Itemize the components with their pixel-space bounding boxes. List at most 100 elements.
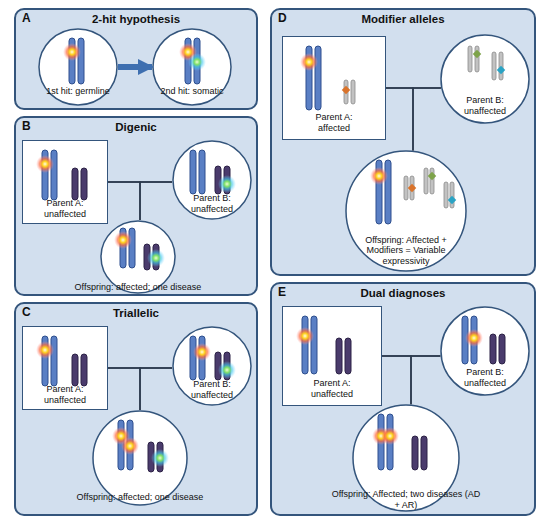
- chromosome-bar: [378, 414, 384, 470]
- node-label: Offspring: Affected + Modifiers = Variab…: [350, 235, 462, 266]
- cell-circle: Parent B: unaffected: [440, 34, 530, 124]
- panel-title: Dual diagnoses: [272, 287, 534, 300]
- chromosome-bar: [490, 334, 496, 364]
- panel-letter: D: [278, 12, 287, 26]
- mutation-glow: [179, 43, 197, 61]
- panel-box: EDual diagnosesParent A: unaffectedParen…: [270, 282, 536, 516]
- chromosome-bar: [424, 168, 428, 194]
- chromosome-bar: [42, 150, 48, 200]
- circle-shape: [39, 29, 117, 105]
- chromosome-bar: [127, 420, 133, 470]
- chromosome-bar: [492, 52, 496, 80]
- chromosome-bar: [157, 442, 163, 472]
- mutation-glow: [36, 155, 54, 173]
- pedigree-line: [108, 182, 140, 220]
- chromosome-bar: [412, 436, 418, 470]
- pedigree-line: [140, 368, 172, 410]
- panel-letter: C: [22, 306, 31, 320]
- panel-c-chromosomes: [36, 336, 236, 472]
- pedigree-line: [413, 88, 441, 150]
- panel-d-chromosomes: [300, 46, 505, 224]
- cell-circle: 1st hit: germline: [38, 28, 118, 106]
- chromosome-bar: [215, 352, 221, 380]
- chromosome-bar: [144, 244, 150, 270]
- chromosome-bar: [376, 160, 382, 224]
- cell-circle: Offspring: affected; one disease: [100, 220, 176, 294]
- chromosome-bar: [120, 228, 126, 268]
- modifier-diamond: [473, 50, 481, 58]
- node-label: 1st hit: germline: [40, 86, 116, 96]
- panel-letter: B: [22, 120, 31, 134]
- circle-shape: [441, 307, 529, 395]
- chromosome-bar: [410, 176, 414, 200]
- pedigree-line: [411, 356, 440, 404]
- mutation-glow: [370, 167, 388, 185]
- panel-a-chromosomes: [63, 38, 206, 84]
- pedigree-line: [382, 355, 440, 357]
- parent-square: Parent A: unaffected: [282, 306, 382, 406]
- mutation-glow: [465, 329, 483, 347]
- chromosome-bar: [72, 354, 78, 386]
- chromosome-bar: [344, 80, 348, 104]
- chromosome-bar: [421, 436, 427, 470]
- panel-title: 2-hit hypothesis: [16, 13, 256, 26]
- chromosome-bar: [450, 182, 454, 208]
- cell-circle: Parent B: unaffected: [440, 306, 530, 396]
- modifier-diamond: [408, 184, 416, 192]
- chromosome-bar: [78, 38, 84, 84]
- chromosome-bar: [387, 414, 393, 470]
- panel-b-chromosomes: [36, 150, 236, 270]
- panel-title: Digenic: [16, 121, 256, 134]
- mutation-glow: [300, 53, 318, 71]
- chromosome-bar: [302, 316, 308, 374]
- mutation-glow: [36, 341, 54, 359]
- mutation-glow: [147, 249, 165, 267]
- chromosome-bar: [468, 46, 472, 72]
- chromosome-bar: [475, 46, 479, 72]
- chromosome-bar: [190, 150, 196, 194]
- chromosome-bar: [185, 38, 191, 84]
- chromosome-bar: [351, 80, 355, 104]
- mutation-glow: [63, 43, 81, 61]
- node-label: Parent A: unaffected: [35, 384, 95, 405]
- mutation-glow: [121, 437, 139, 455]
- chromosome-bar: [404, 176, 408, 200]
- chromosome-bar: [430, 168, 434, 194]
- node-label: Parent B: unaffected: [457, 95, 513, 116]
- mutation-glow: [296, 327, 314, 345]
- chromosome-bar: [118, 420, 124, 470]
- node-label: Offspring: Affected; two diseases (AD + …: [331, 489, 481, 510]
- panel-e-chromosomes: [296, 316, 505, 470]
- circle-outline: [92, 410, 188, 506]
- circle-shape: [153, 29, 231, 105]
- chromosome-bar: [462, 316, 468, 364]
- node-label: Offspring: affected; one disease: [40, 492, 240, 502]
- chromosome-bar: [153, 244, 159, 270]
- cell-circle: Offspring: Affected + Modifiers = Variab…: [345, 150, 467, 272]
- chromosome-bar: [81, 354, 87, 386]
- chromosome-bar: [315, 46, 321, 110]
- panel-box: DModifier allelesParent A: affectedParen…: [270, 8, 536, 276]
- chromosome-bar: [471, 316, 477, 364]
- node-label: Parent B: unaffected: [184, 379, 240, 400]
- chromosome-bar: [444, 182, 448, 208]
- chromosome-bar: [224, 166, 230, 194]
- circle-shape: [441, 35, 529, 123]
- pedigree-line: [386, 87, 441, 89]
- chromosome-bar: [199, 336, 205, 380]
- chromosome-bar: [311, 316, 317, 374]
- cell-circle: Parent B: unaffected: [172, 326, 252, 406]
- cell-circle: Offspring: Affected; two diseases (AD + …: [352, 404, 460, 512]
- modifier-diamond: [497, 66, 505, 74]
- parent-square: Parent A: unaffected: [22, 140, 108, 224]
- mutation-glow: [114, 231, 132, 249]
- pedigree-line: [140, 182, 172, 220]
- pedigree-line: [108, 367, 172, 369]
- chromosome-bar: [129, 228, 135, 268]
- mutation-glow: [381, 427, 399, 445]
- panel-letter: A: [22, 12, 31, 26]
- cell-circle: Offspring: affected; one disease: [92, 410, 188, 506]
- node-label: Parent A: unaffected: [35, 198, 95, 219]
- node-label: Offspring: affected; one disease: [38, 282, 238, 292]
- circle-shape: [173, 327, 251, 405]
